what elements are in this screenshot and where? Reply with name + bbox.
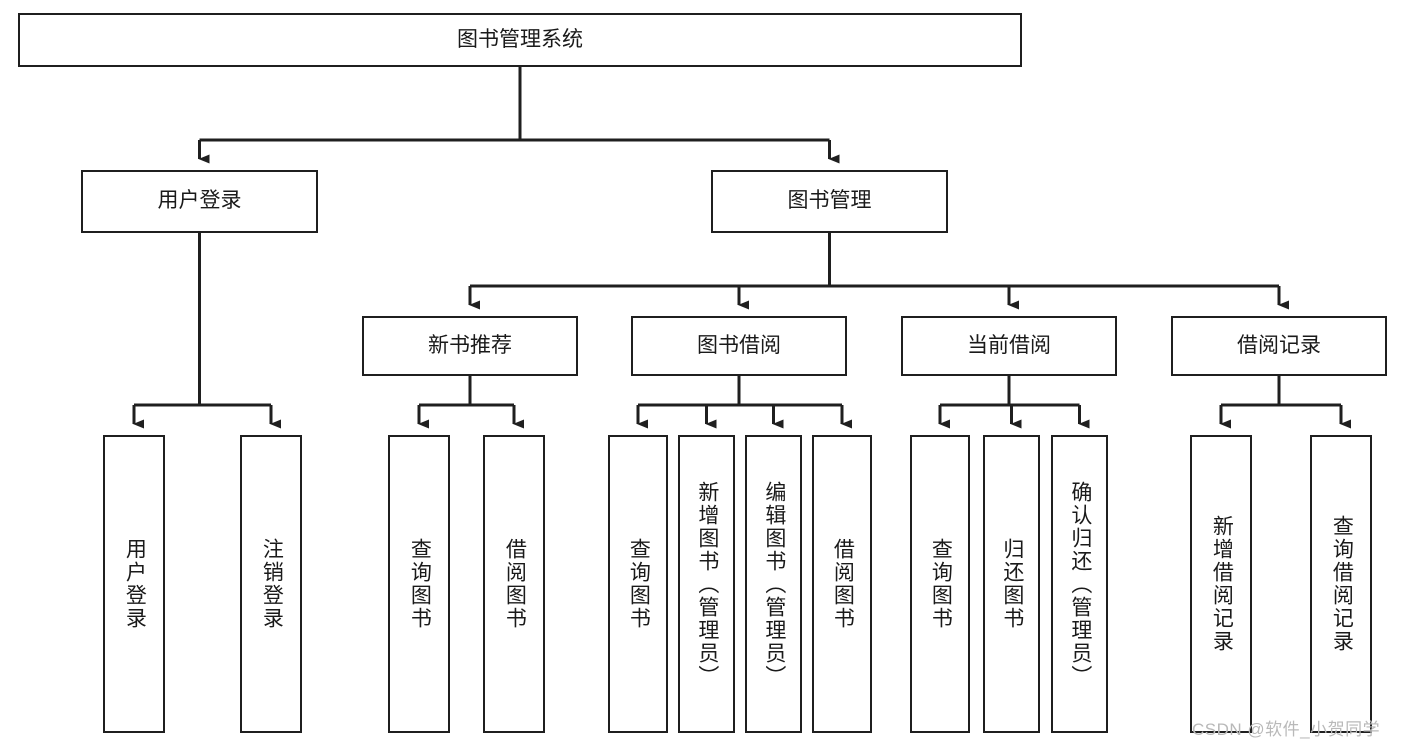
node-label: 注销登录 [260, 538, 284, 630]
node-leaf-bb-query-book[interactable]: 查询图书 [608, 435, 668, 733]
node-leaf-br-add-record[interactable]: 新增借阅记录 [1190, 435, 1252, 733]
node-label: 图书借阅 [697, 333, 781, 357]
node-leaf-bb-add-book-admin[interactable]: 新增图书（管理员） [678, 435, 735, 733]
node-label: 新增借阅记录 [1210, 515, 1234, 653]
node-leaf-br-query-record[interactable]: 查询借阅记录 [1310, 435, 1372, 733]
node-leaf-cb-return-book[interactable]: 归还图书 [983, 435, 1040, 733]
node-leaf-cb-confirm-return-admin[interactable]: 确认归还（管理员） [1051, 435, 1108, 733]
node-book-management-module[interactable]: 图书管理 [711, 170, 948, 233]
node-label: 借阅图书 [831, 538, 855, 630]
node-label: 新书推荐 [428, 333, 512, 357]
node-root-system[interactable]: 图书管理系统 [18, 13, 1022, 67]
node-leaf-bb-edit-book-admin[interactable]: 编辑图书（管理员） [745, 435, 802, 733]
node-label: 新增图书（管理员） [695, 480, 719, 688]
node-label: 图书管理系统 [457, 27, 583, 51]
node-label: 当前借阅 [967, 333, 1051, 357]
node-book-borrowing[interactable]: 图书借阅 [631, 316, 847, 376]
node-label: 归还图书 [1000, 538, 1024, 630]
node-leaf-bb-borrow-book[interactable]: 借阅图书 [812, 435, 872, 733]
node-leaf-rec-borrow-book[interactable]: 借阅图书 [483, 435, 545, 733]
node-current-borrowing[interactable]: 当前借阅 [901, 316, 1117, 376]
node-label: 图书管理 [787, 189, 872, 213]
node-leaf-user-login[interactable]: 用户登录 [103, 435, 165, 733]
node-label: 查询借阅记录 [1330, 515, 1354, 653]
node-label: 查询图书 [627, 538, 651, 630]
node-label: 查询图书 [408, 538, 432, 630]
node-label: 编辑图书（管理员） [762, 480, 786, 688]
node-leaf-rec-query-book[interactable]: 查询图书 [388, 435, 450, 733]
node-leaf-user-logout[interactable]: 注销登录 [240, 435, 302, 733]
node-label: 确认归还（管理员） [1068, 480, 1092, 688]
connector-lines [132, 67, 1351, 429]
node-label: 用户登录 [123, 538, 147, 630]
node-label: 查询图书 [929, 538, 953, 630]
node-label: 借阅记录 [1237, 333, 1321, 357]
node-leaf-cb-query-book[interactable]: 查询图书 [910, 435, 970, 733]
node-borrowing-record[interactable]: 借阅记录 [1171, 316, 1387, 376]
node-new-book-recommendation[interactable]: 新书推荐 [362, 316, 578, 376]
node-label: 用户登录 [157, 189, 242, 213]
node-label: 借阅图书 [503, 538, 527, 630]
node-user-login-module[interactable]: 用户登录 [81, 170, 318, 233]
